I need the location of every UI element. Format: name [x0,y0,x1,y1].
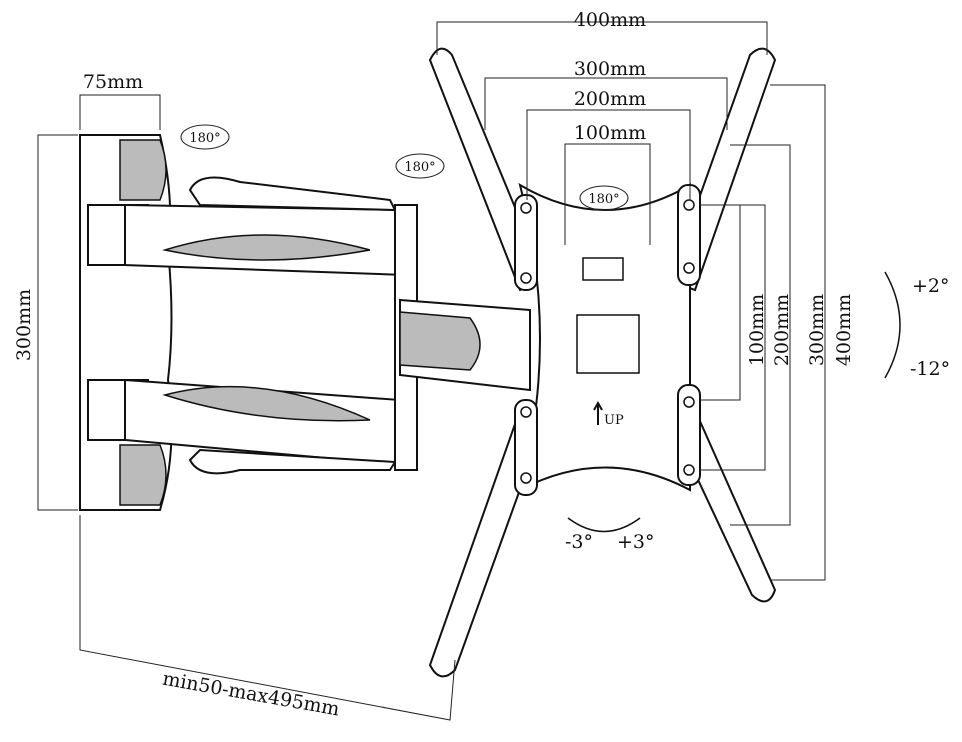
rotation-180-arm: 180° [395,153,445,179]
dim-100mm-top: 100mm [574,122,646,144]
svg-text:180°: 180° [588,192,619,207]
dim-75mm: 75mm [83,71,143,93]
vesa-bracket: UP [428,47,777,678]
swing-arms [124,176,531,475]
tilt-up: +2° [912,275,950,297]
dim-400mm-right: 400mm [833,294,855,366]
extension-range: min50-max495mm [161,668,341,721]
dim-300mm-right: 300mm [806,294,828,366]
swivel-right: +3° [617,531,655,553]
dim-200mm-top: 200mm [574,88,646,110]
top-dimensions: 400mm 300mm 200mm 100mm [436,9,768,245]
dim-100mm-right: 100mm [746,294,768,366]
right-dimensions: 100mm 200mm 300mm 400mm [700,84,855,581]
up-arrow-icon [593,400,603,425]
dim-300mm-left: 300mm [13,289,35,361]
svg-text:180°: 180° [189,131,220,146]
swivel-left: -3° [565,531,593,553]
up-marker: UP [604,413,624,428]
tilt-arrow-icon [884,271,901,379]
tilt-down: -12° [910,358,950,380]
swivel-arrow-icon [567,517,641,533]
dim-400mm-top: 400mm [574,9,646,31]
wall-plate [79,134,173,511]
dim-200mm-right: 200mm [771,294,793,366]
rotation-180-plate: 180° [579,185,629,211]
svg-text:180°: 180° [404,160,435,175]
rotation-180-wall: 180° [180,124,230,150]
dim-300mm-top: 300mm [574,58,646,80]
